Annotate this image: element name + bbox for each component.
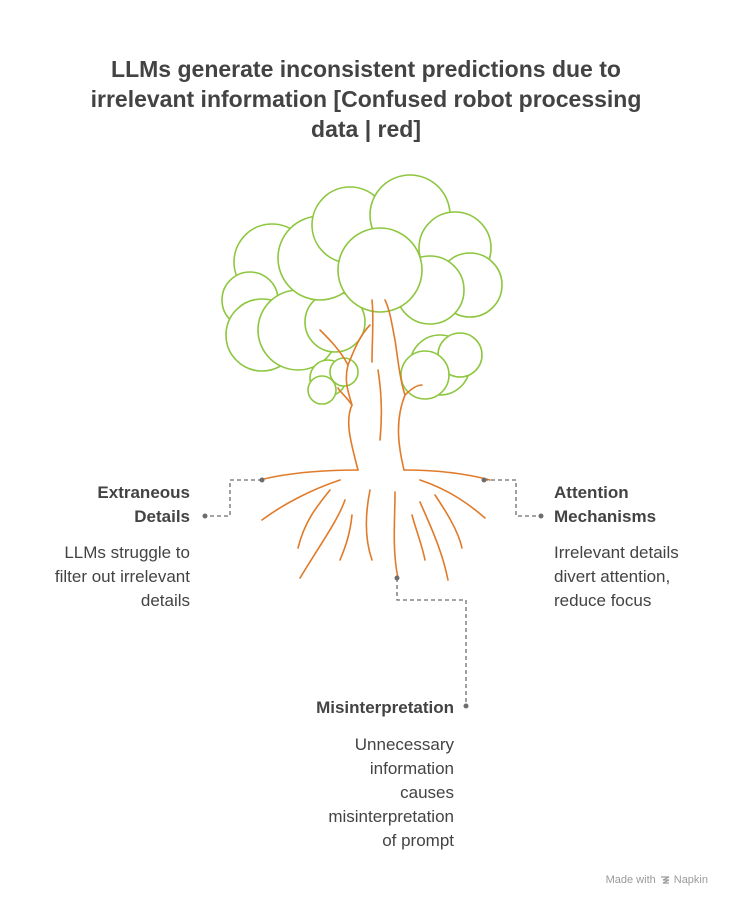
foliage-right-cloud xyxy=(400,332,483,400)
desc-line: misinterpretation xyxy=(328,807,454,826)
footer-made-with: Made with xyxy=(605,874,656,886)
foliage-left-small-cloud xyxy=(307,357,359,405)
node-label-misinterpretation: Misinterpretation xyxy=(316,696,454,720)
desc-line: Irrelevant details xyxy=(554,543,679,562)
foliage-back-cloud xyxy=(221,215,366,372)
desc-line: Unnecessary xyxy=(354,735,454,754)
connector-extraneous xyxy=(205,479,262,517)
desc-line: LLMs struggle to xyxy=(64,543,190,562)
tree-trunk xyxy=(319,299,423,471)
label-line: Details xyxy=(134,507,190,526)
node-label-attention-mechanisms: Attention Mechanisms xyxy=(554,481,656,529)
connector-attention xyxy=(484,479,541,517)
title-line: LLMs generate inconsistent predictions d… xyxy=(111,56,621,82)
title-line: irrelevant information [Confused robot p… xyxy=(90,86,642,112)
label-line: Misinterpretation xyxy=(316,698,454,717)
footer-brand: Napkin xyxy=(673,874,708,886)
made-with-napkin-footer: Made with Napkin xyxy=(606,874,708,886)
desc-line: causes xyxy=(400,783,454,802)
label-line: Attention xyxy=(554,483,629,502)
desc-line: reduce focus xyxy=(554,591,652,610)
connector-endpoints xyxy=(202,477,544,709)
desc-line: divert attention, xyxy=(554,567,671,586)
desc-line: details xyxy=(140,591,190,610)
connectors xyxy=(205,479,541,706)
connector-misinterpretation xyxy=(396,578,467,706)
desc-line: of prompt xyxy=(382,831,454,850)
tree-roots xyxy=(259,469,491,581)
node-desc-misinterpretation: Unnecessary information causes misinterp… xyxy=(328,733,454,853)
title-line: data | red] xyxy=(311,116,421,142)
napkin-logo-icon xyxy=(660,876,670,884)
tree-foliage xyxy=(221,174,503,405)
node-label-extraneous-details: Extraneous Details xyxy=(97,481,190,529)
label-line: Mechanisms xyxy=(554,507,657,526)
diagram-title: LLMs generate inconsistent predictions d… xyxy=(40,54,692,144)
node-desc-extraneous-details: LLMs struggle to filter out irrelevant d… xyxy=(55,541,190,613)
label-line: Extraneous xyxy=(97,483,190,502)
foliage-main-cloud xyxy=(311,174,503,325)
node-desc-attention-mechanisms: Irrelevant details divert attention, red… xyxy=(554,541,679,613)
desc-line: information xyxy=(369,759,454,778)
desc-line: filter out irrelevant xyxy=(54,567,190,586)
